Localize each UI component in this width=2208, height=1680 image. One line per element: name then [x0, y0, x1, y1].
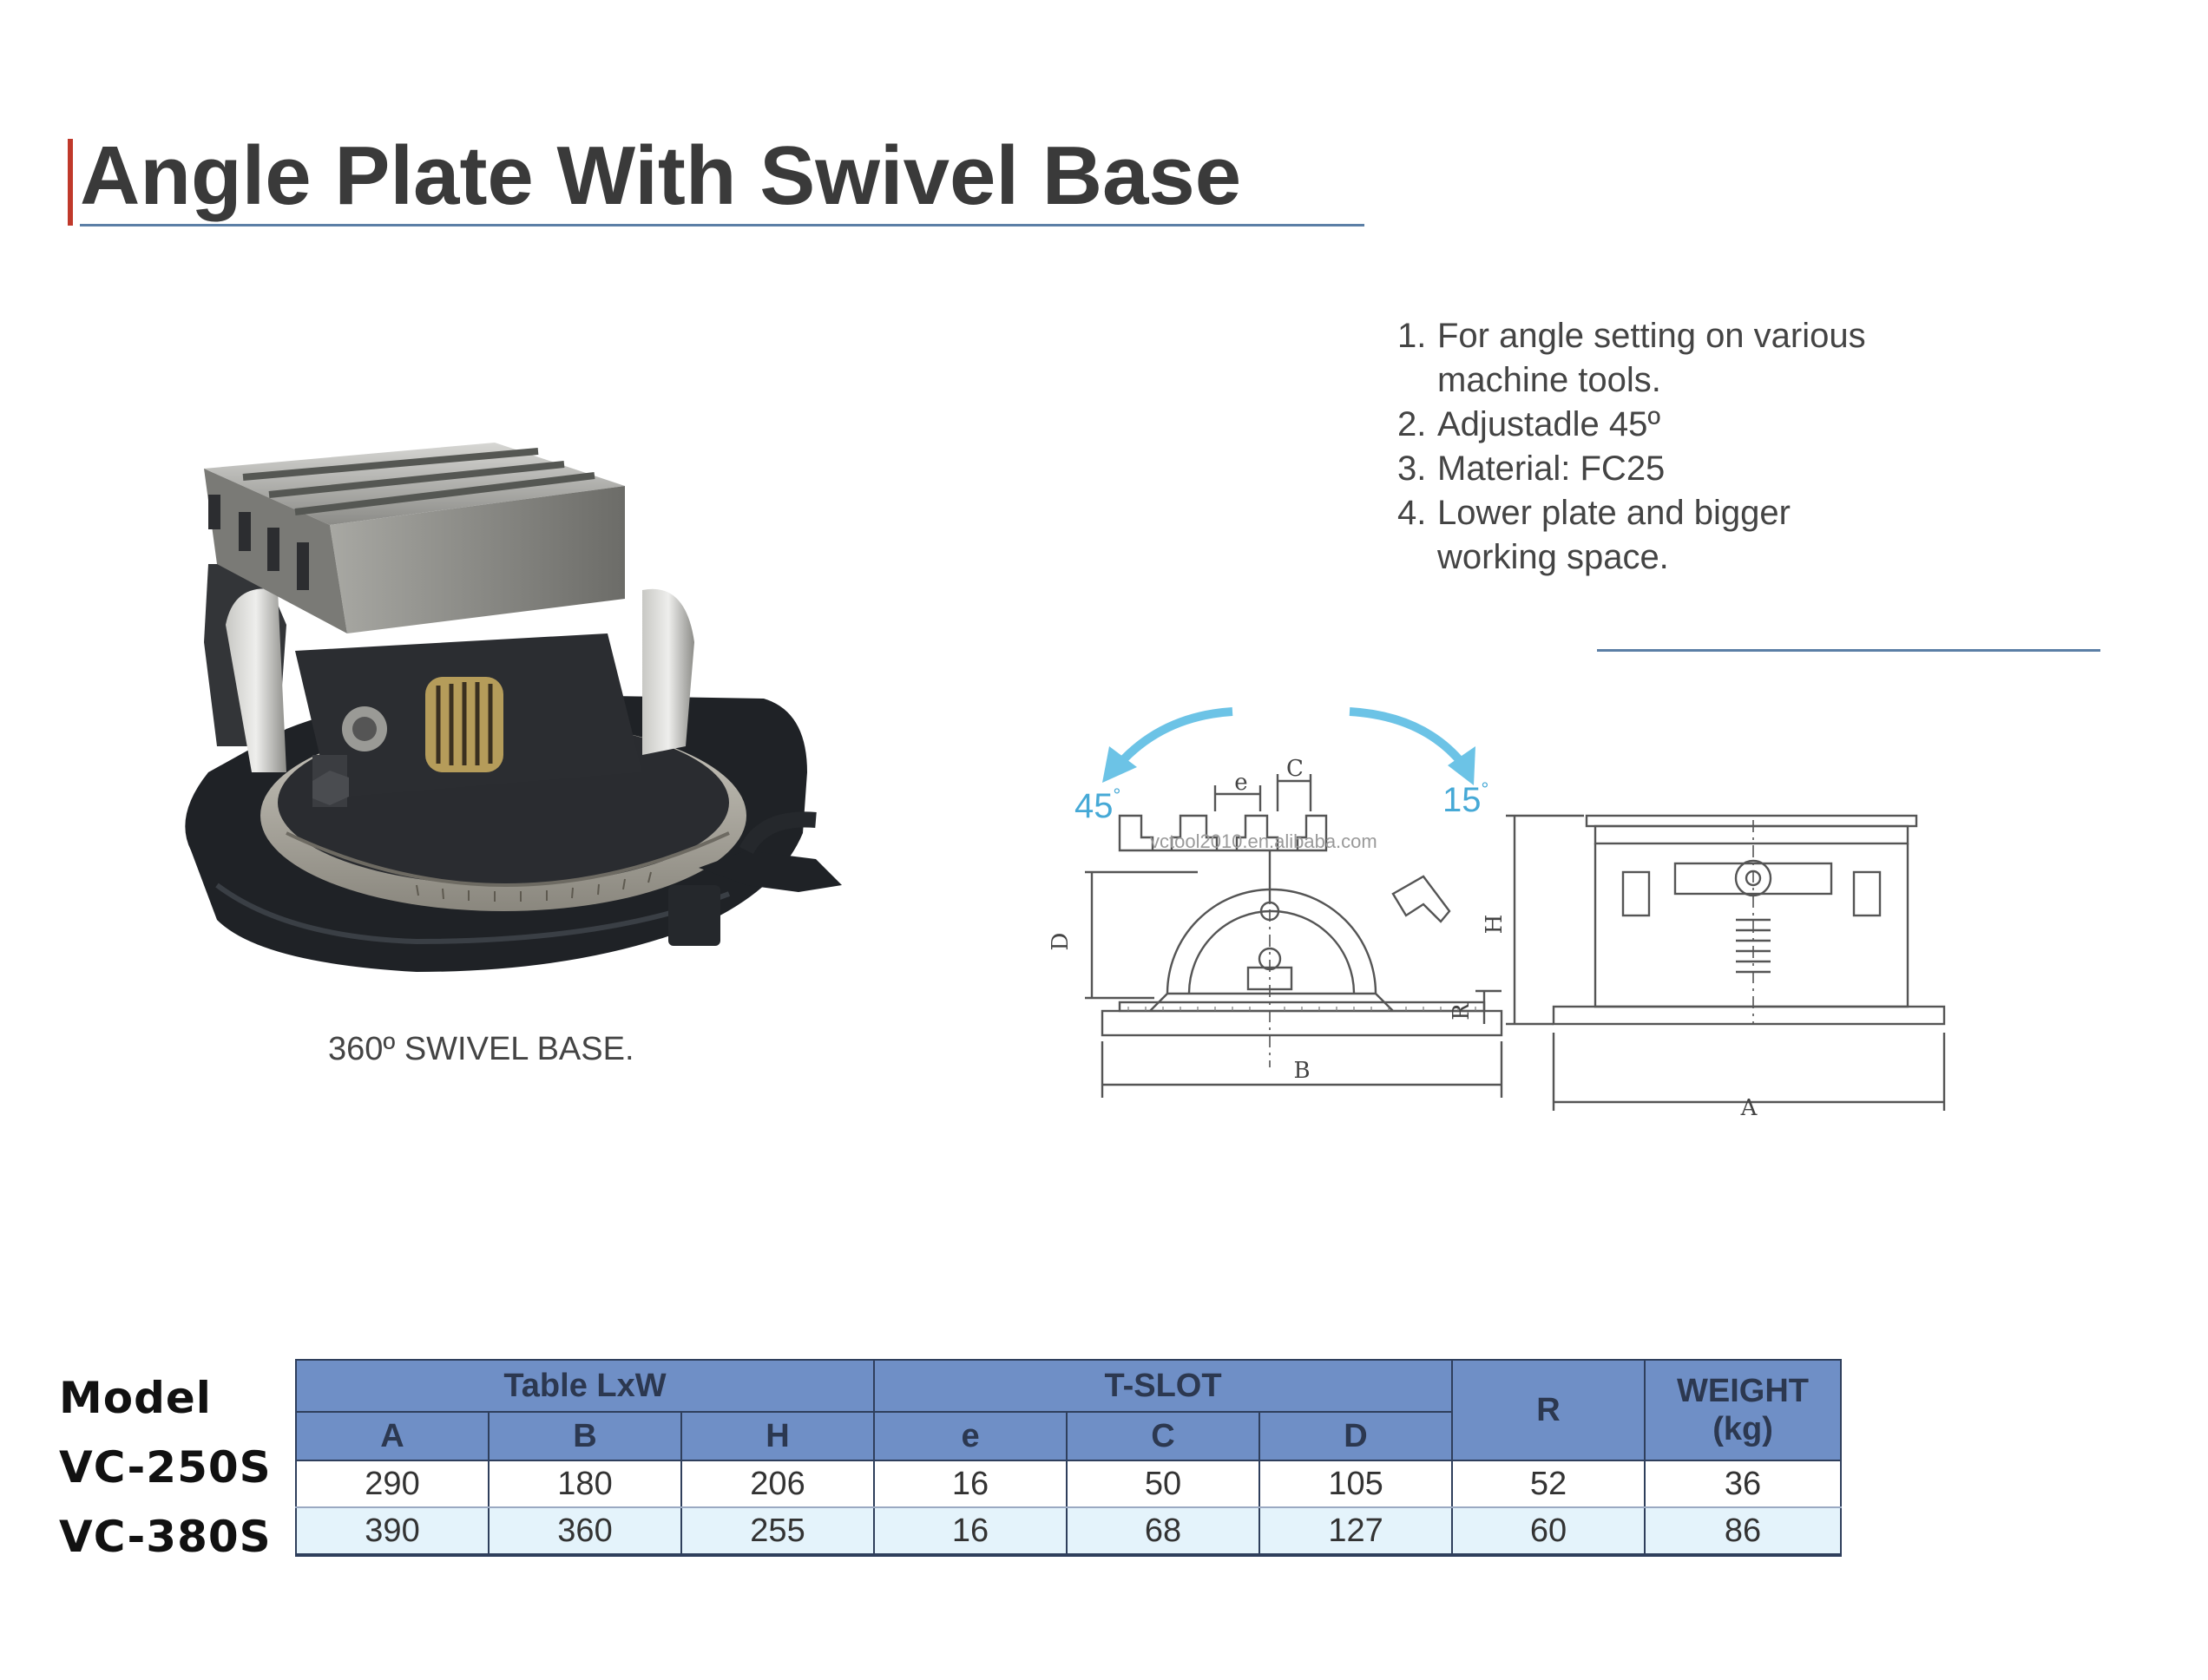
photo-caption: 360º SWIVEL BASE. [328, 1031, 634, 1067]
feature-text: For angle setting on various machine too… [1437, 314, 1866, 403]
angle-right-label: 15° [1442, 778, 1488, 819]
feature-item: 1. For angle setting on various machine … [1397, 314, 2005, 403]
column-header: D [1258, 1411, 1454, 1461]
feature-number: 4. [1397, 494, 1427, 532]
feature-list: 1. For angle setting on various machine … [1397, 314, 2005, 580]
feature-line: Lower plate and bigger [1437, 494, 1791, 532]
angle-left-label: 45° [1074, 784, 1120, 825]
table-column-header-row: A B H e C D [295, 1411, 1841, 1461]
feature-line: Material: FC25 [1437, 450, 1666, 488]
feature-number: 1. [1397, 317, 1427, 355]
model-name: VC-380S [59, 1512, 272, 1562]
title-accent-bar [68, 139, 73, 226]
table-cell: 206 [680, 1460, 876, 1508]
group-header: Table LxW [294, 1359, 876, 1413]
column-header: e [873, 1411, 1068, 1461]
feature-divider [1597, 649, 2100, 652]
column-header: A [295, 1411, 490, 1461]
watermark: vctool2010.en.alibaba.com [1150, 830, 1377, 852]
group-header: T-SLOT [873, 1359, 1454, 1413]
feature-line: For angle setting on various [1437, 317, 1866, 355]
table-cell: 50 [1066, 1460, 1261, 1508]
column-header: C [1066, 1411, 1261, 1461]
table-cell: 86 [1644, 1507, 1843, 1557]
table-row: 290 180 206 16 50 105 52 36 [295, 1460, 1843, 1508]
table-group-header-row: Table LxW T-SLOT R WEIGHT (kg) [294, 1359, 1843, 1461]
feature-item: 2. Adjustadle 45º [1397, 403, 2005, 447]
rotate-right-arrow-icon [1349, 707, 1466, 767]
product-photo [185, 443, 842, 972]
dim-c-label: C [1286, 756, 1304, 782]
dim-e-label: e [1234, 770, 1247, 796]
group-header: R [1451, 1359, 1646, 1461]
dim-h-label: H [1482, 915, 1508, 935]
table-cell: 68 [1066, 1507, 1261, 1557]
table-cell: 16 [873, 1460, 1068, 1508]
title-underline [80, 224, 1364, 226]
group-header: WEIGHT (kg) [1644, 1359, 1843, 1461]
feature-item: 4. Lower plate and bigger working space. [1397, 491, 2005, 580]
feature-line: machine tools. [1437, 361, 1661, 399]
dim-b-label: B [1293, 1058, 1310, 1084]
table-cell: 290 [295, 1460, 490, 1508]
table-cell: 16 [873, 1507, 1068, 1557]
table-cell: 127 [1258, 1507, 1454, 1557]
table-cell: 180 [488, 1460, 682, 1508]
feature-text: Lower plate and bigger working space. [1437, 491, 1791, 580]
table-cell: 255 [680, 1507, 876, 1557]
dim-a-label: A [1740, 1095, 1758, 1121]
feature-number: 2. [1397, 405, 1427, 443]
feature-line: Adjustadle 45º [1437, 405, 1661, 443]
model-heading: Model [59, 1373, 212, 1423]
model-name: VC-250S [59, 1442, 272, 1493]
specifications-table: Table LxW T-SLOT R WEIGHT (kg) A B H e C… [294, 1359, 1843, 1557]
table-cell: 60 [1451, 1507, 1646, 1557]
table-cell: 105 [1258, 1460, 1454, 1508]
table-cell: 52 [1451, 1460, 1646, 1508]
column-header: B [488, 1411, 682, 1461]
column-header: H [680, 1411, 876, 1461]
table-cell: 36 [1644, 1460, 1843, 1508]
dim-r-label: R [1449, 1002, 1475, 1020]
feature-item: 3. Material: FC25 [1397, 447, 2005, 491]
dim-d-label: D [1048, 933, 1074, 951]
table-row: 390 360 255 16 68 127 60 86 [295, 1507, 1843, 1557]
feature-line: working space. [1437, 538, 1669, 576]
page-title: Angle Plate With Swivel Base [80, 129, 1242, 222]
rotate-left-arrow-icon [1116, 707, 1233, 767]
feature-number: 3. [1397, 450, 1427, 488]
technical-drawing: 45° 15° [1048, 707, 1946, 1121]
table-cell: 360 [488, 1507, 682, 1557]
table-cell: 390 [295, 1507, 490, 1557]
